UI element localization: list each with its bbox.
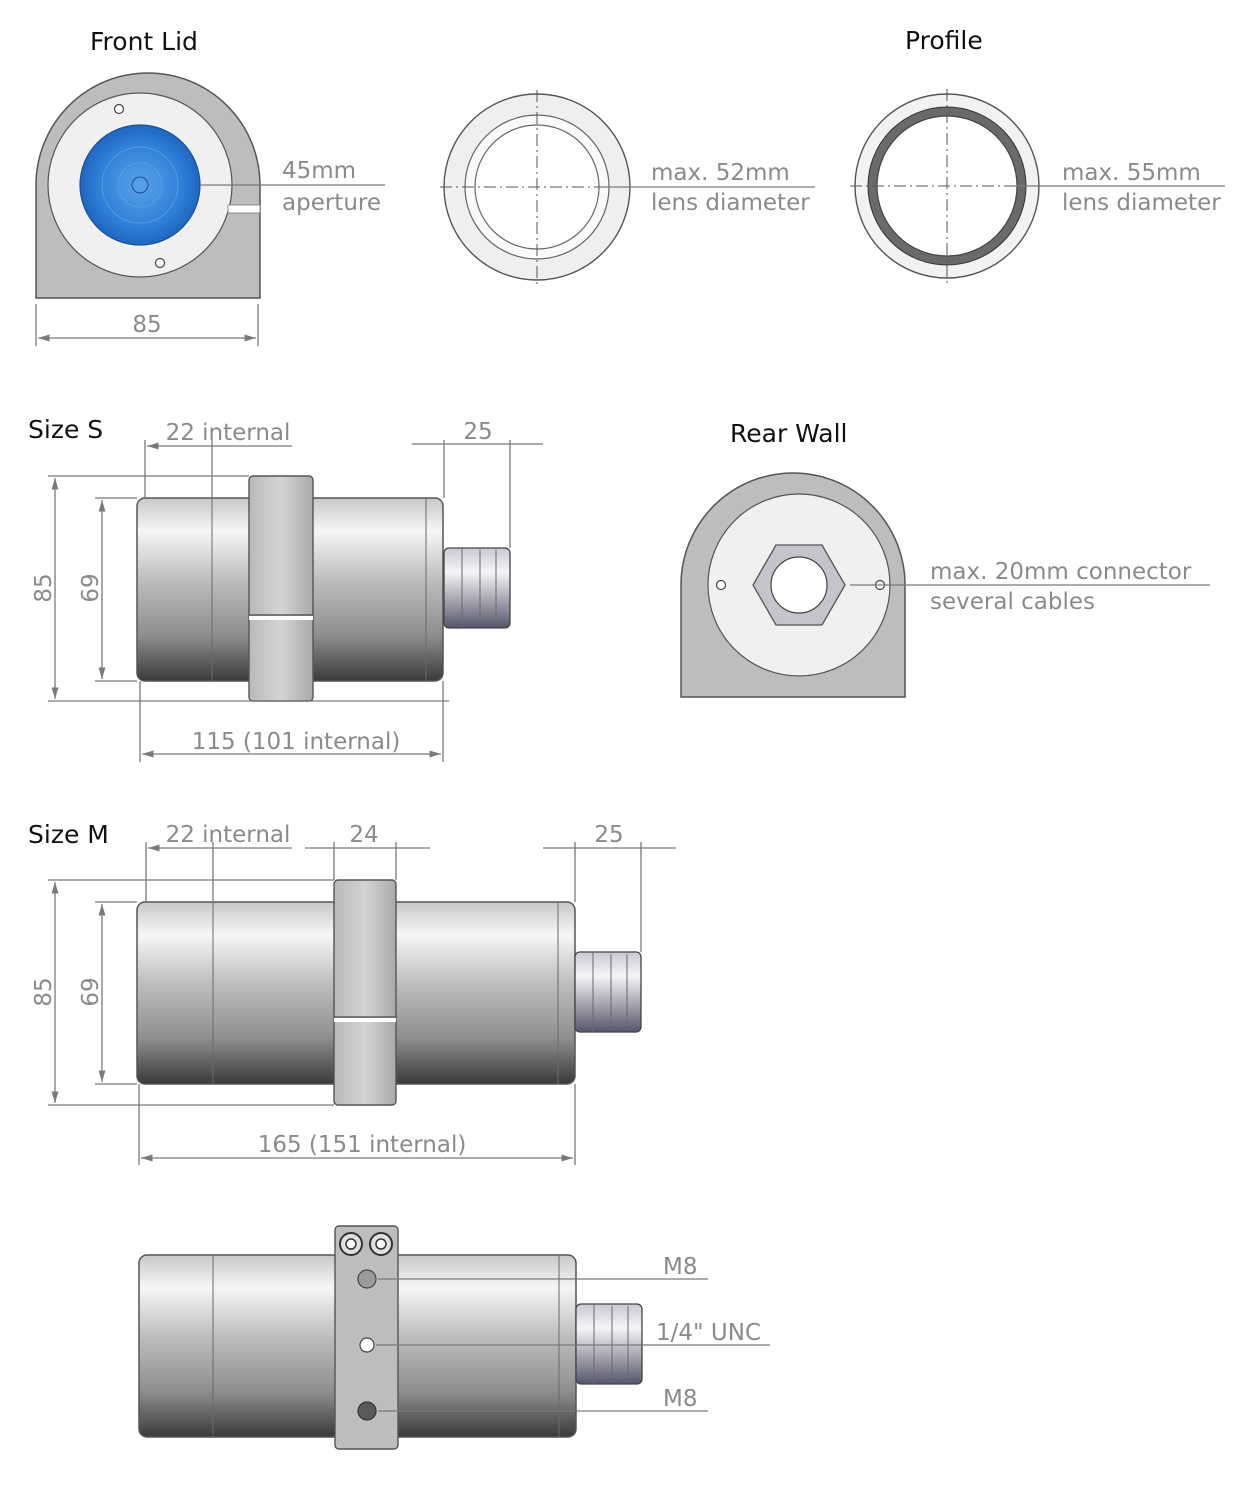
front-lid-slot [227,204,261,214]
profile-title: Profile [905,26,983,55]
size-m-view: Size M 22 internal 24 25 85 69 165 ( [28,820,676,1165]
screw-hole-top [113,103,125,115]
size-m-cable-gland [574,951,642,1033]
lens-center [131,176,149,194]
lens-ring-2 [117,162,163,208]
lens-52-line2: lens diameter [651,190,810,216]
size-s-cable-gland [443,547,511,629]
profile-view: Profile max. 55mm lens diameter [850,26,1225,283]
profile-line2: lens diameter [1062,190,1221,216]
aperture-value: 45mm [282,158,356,184]
lens-52-line1: max. 52mm [651,160,790,186]
size-m-dim-height-inner: 69 [78,977,104,1006]
mount-label-top: M8 [663,1254,697,1280]
front-lid-view: Front Lid 45mm aperture 85 [35,27,385,346]
connector-opening [770,556,828,614]
rear-screw-left [715,579,727,591]
aperture-lens [79,124,201,246]
rear-wall-line2: several cables [930,589,1095,615]
lens-52-view: max. 52mm lens diameter [440,90,815,284]
size-s-dim-height-inner: 69 [78,573,104,602]
clamp-bolt-right-inner [375,1238,387,1250]
width-dim: 85 [132,312,161,338]
size-m-clamp [333,879,397,1106]
m8-hole-bottom [357,1401,377,1421]
screw-hole-bottom [154,257,166,269]
clamp-bolt-left-inner [345,1238,357,1250]
rear-wall-title: Rear Wall [730,419,848,448]
lens-ring-1 [101,146,179,224]
mount-label-mid: 1/4" UNC [656,1320,761,1346]
size-m-dim-clamp: 24 [349,822,378,848]
size-s-dim-connector: 25 [463,419,492,445]
size-s-dim-height-outer: 85 [31,573,57,602]
size-s-dim-internal: 22 internal [166,420,291,446]
size-s-title: Size S [28,415,103,444]
aperture-label: aperture [282,190,381,216]
m8-hole-top [357,1269,377,1289]
rear-wall-line1: max. 20mm connector [930,559,1192,585]
profile-line1: max. 55mm [1062,160,1201,186]
rear-wall-view: Rear Wall max. 20mm connector several ca… [680,419,1210,698]
size-m-dim-length: 165 (151 internal) [258,1132,467,1158]
unc-hole [359,1337,375,1353]
size-m-title: Size M [28,820,109,849]
size-s-clamp [248,475,314,702]
size-m-dim-internal: 22 internal [166,822,291,848]
size-s-view: Size S 22 internal 25 85 69 115 (101 int… [28,415,543,762]
mount-label-bottom: M8 [663,1386,697,1412]
mount-cable-gland [575,1303,643,1385]
mount-view: M8 1/4" UNC M8 [138,1225,770,1450]
front-lid-title: Front Lid [90,27,198,56]
size-s-dim-length: 115 (101 internal) [192,729,401,755]
size-m-dim-height-outer: 85 [31,977,57,1006]
size-m-dim-connector: 25 [594,822,623,848]
